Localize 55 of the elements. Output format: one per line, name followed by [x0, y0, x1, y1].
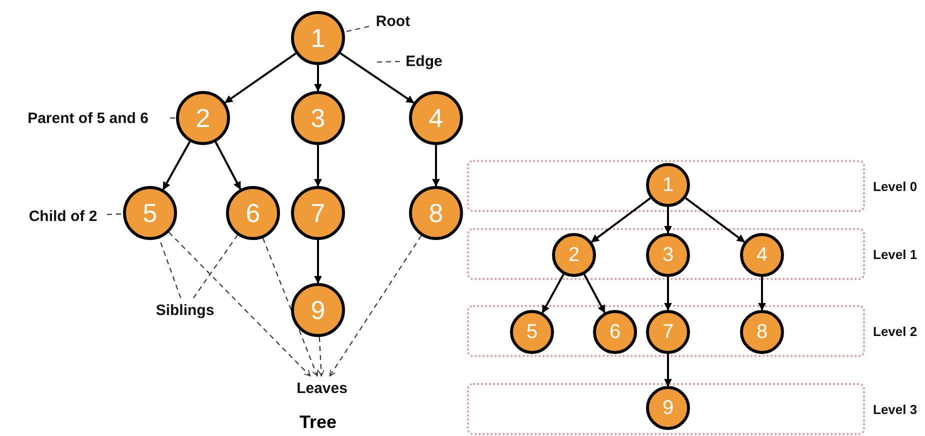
level-label: Level 3: [873, 400, 918, 418]
tree-node: 4: [409, 91, 463, 145]
arrow: [162, 141, 191, 190]
tree-node: 3: [291, 91, 345, 145]
leader-line: [344, 26, 370, 33]
arrow: [583, 274, 606, 314]
tree-node: 4: [740, 233, 784, 277]
arrow: [590, 197, 651, 243]
leader-line: [170, 117, 176, 119]
arrow: [664, 354, 672, 387]
annotation-label: Root: [371, 11, 415, 31]
level-label: Level 0: [873, 178, 918, 196]
leader-line: [106, 213, 124, 216]
tree-node: 8: [740, 310, 784, 354]
arrow: [314, 145, 322, 187]
tree-node: 7: [646, 310, 690, 354]
leader-line: [318, 336, 324, 376]
tree-node: 3: [646, 233, 690, 277]
arrow: [224, 52, 296, 104]
level-label: Level 2: [873, 322, 918, 340]
tree-node: 6: [593, 310, 637, 354]
leader-line: [168, 232, 311, 376]
arrow: [758, 277, 766, 311]
arrow: [314, 65, 322, 92]
diagram-caption: Tree: [300, 412, 337, 432]
arrow: [542, 274, 564, 314]
tree-node: 5: [510, 310, 554, 354]
tree-node: 1: [646, 163, 690, 207]
tree-node: 2: [176, 91, 230, 145]
leader-line: [329, 235, 422, 376]
tree-node: 2: [552, 233, 596, 277]
arrow: [664, 277, 672, 311]
tree-node: 6: [226, 186, 280, 240]
annotation-label: Edge: [402, 51, 446, 71]
annotation-label: Child of 2: [21, 206, 105, 226]
tree-node: 9: [291, 283, 345, 337]
tree-node: 7: [291, 186, 345, 240]
tree-node: 8: [409, 186, 463, 240]
arrow: [214, 141, 242, 190]
arrow: [432, 145, 440, 187]
level-label: Level 1: [873, 246, 918, 264]
leader-line: [262, 238, 318, 376]
leader-line: [376, 60, 400, 63]
leader-line: [192, 234, 238, 298]
arrow: [685, 197, 746, 243]
tree-node: 5: [123, 186, 177, 240]
tree-node: 1: [291, 11, 345, 65]
leader-line: [158, 238, 182, 298]
annotation-label: Siblings: [150, 300, 220, 320]
arrow: [314, 240, 322, 284]
arrow: [664, 207, 672, 234]
arrow: [340, 52, 414, 104]
annotation-label: Leaves: [291, 378, 353, 398]
annotation-label: Parent of 5 and 6: [8, 108, 168, 128]
tree-node: 9: [646, 386, 690, 430]
